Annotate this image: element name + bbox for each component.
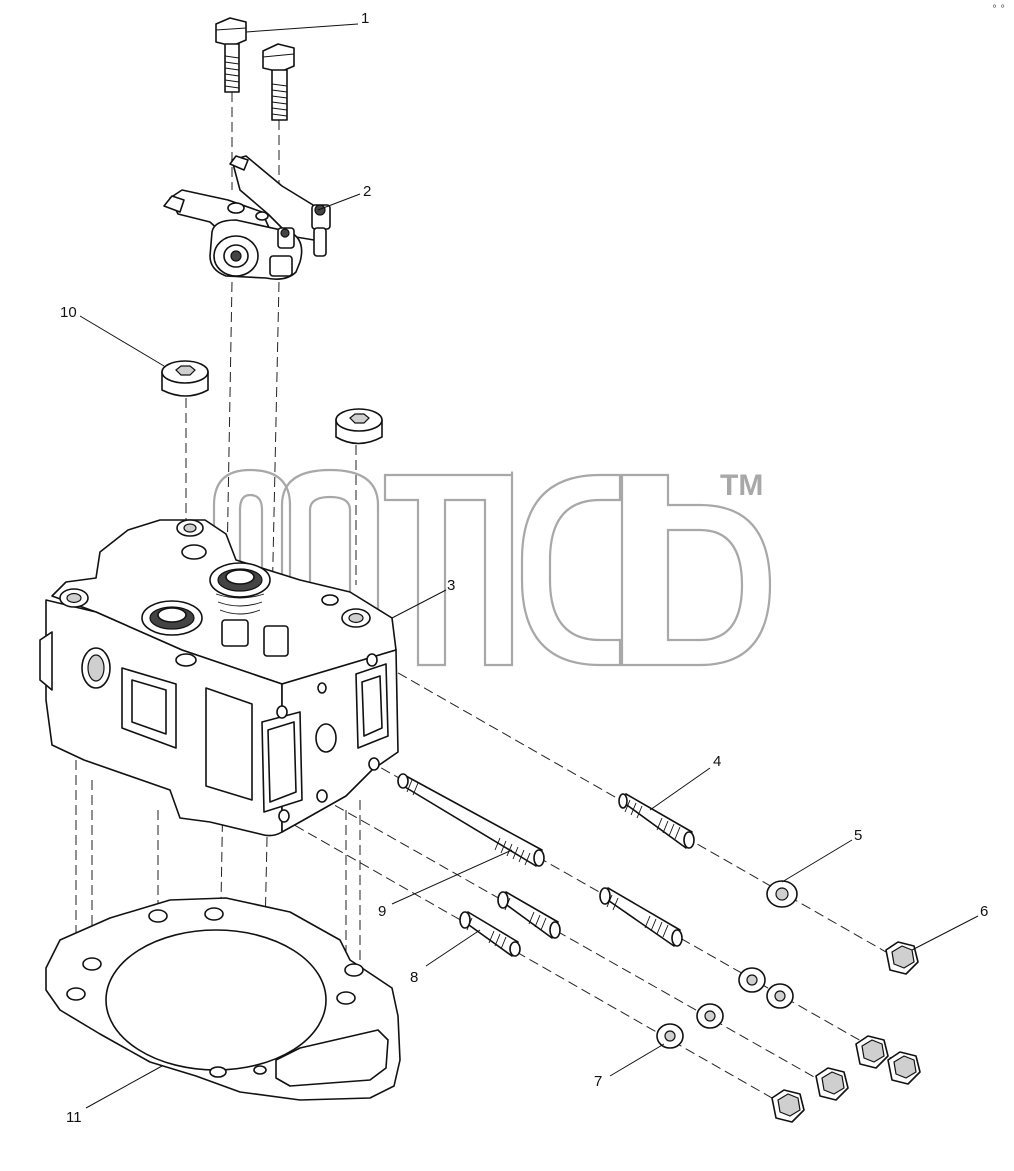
callout-3: 3 (447, 577, 455, 594)
long-stud (397, 773, 545, 867)
stud-mid (599, 887, 683, 947)
stud-8a (497, 891, 561, 939)
callout-2: 2 (363, 183, 371, 200)
callout-numbers: 1 2 3 4 5 6 7 8 9 10 11 (60, 10, 988, 1126)
trademark-symbol: TM (720, 469, 763, 502)
callout-7: 7 (594, 1073, 602, 1090)
hex-plug-right (335, 408, 383, 445)
washer-5 (766, 880, 798, 908)
stud-4 (618, 793, 695, 849)
nut-6 (885, 941, 919, 975)
callout-8: 8 (410, 969, 418, 986)
nut-b (887, 1051, 921, 1085)
callout-4: 4 (713, 753, 721, 770)
callout-11: 11 (66, 1109, 82, 1126)
watermark-logo: TM (212, 468, 772, 667)
nut-c (815, 1067, 849, 1101)
bolt-2 (262, 43, 295, 121)
callout-5: 5 (854, 827, 862, 844)
rocker-arm-assembly (163, 155, 331, 280)
washer-c (696, 1003, 724, 1029)
callout-leaders (79, 23, 979, 1109)
washer-a (738, 967, 766, 993)
bolt-1 (215, 17, 247, 93)
callout-1: 1 (361, 10, 369, 27)
washer-b (766, 983, 794, 1009)
hex-plug-left (161, 360, 209, 397)
nut-d (771, 1089, 805, 1123)
stud-8 (459, 911, 521, 957)
nut-a (855, 1035, 889, 1069)
cylinder-head (39, 519, 399, 837)
head-gasket (45, 897, 401, 1101)
callout-6: 6 (980, 903, 988, 920)
callout-10: 10 (60, 304, 77, 321)
washer-7 (656, 1023, 684, 1049)
callout-9: 9 (378, 903, 386, 920)
corner-mark: ° ° (992, 4, 1005, 15)
